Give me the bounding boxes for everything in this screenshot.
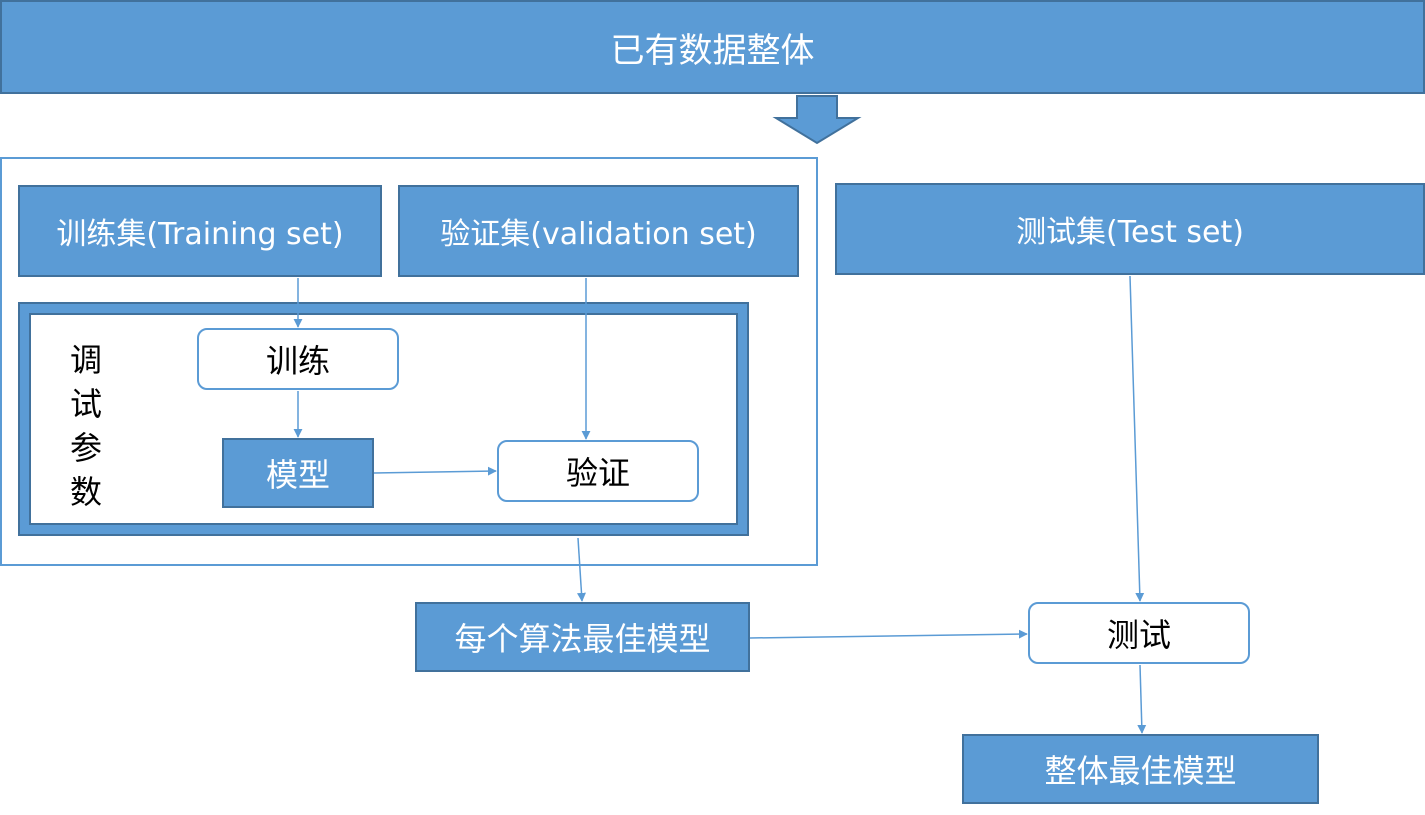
model-label: 模型 xyxy=(265,456,330,494)
test-set-label: 测试集(Test set) xyxy=(1016,215,1244,250)
edge-test-to-overall xyxy=(1137,664,1147,734)
tuning-char-4: 数 xyxy=(69,473,102,511)
training-set-label: 训练集(Training set) xyxy=(56,217,344,252)
overall-best-label: 整体最佳模型 xyxy=(1044,752,1237,790)
test-label: 测试 xyxy=(1106,616,1171,654)
tuning-char-3: 参 xyxy=(69,429,102,467)
all-data-box: 已有数据整体 xyxy=(0,0,1425,94)
train-validation-frame xyxy=(0,157,818,566)
down-block-arrow-icon xyxy=(772,95,862,145)
edge-model-to-validate xyxy=(373,466,497,476)
model-node: 模型 xyxy=(222,438,374,508)
training-set-box: 训练集(Training set) xyxy=(18,185,382,277)
test-node: 测试 xyxy=(1028,602,1250,664)
test-set-box: 测试集(Test set) xyxy=(835,183,1425,275)
tuning-label: 调 试 参 数 xyxy=(66,338,106,514)
overall-best-node: 整体最佳模型 xyxy=(962,734,1319,804)
validation-set-box: 验证集(validation set) xyxy=(398,185,799,277)
best-per-algorithm-label: 每个算法最佳模型 xyxy=(454,620,711,658)
edge-best-to-test xyxy=(749,629,1028,639)
tuning-char-2: 试 xyxy=(69,385,102,423)
tuning-char-1: 调 xyxy=(69,341,102,379)
edge-frame-to-best xyxy=(576,537,586,602)
validate-label: 验证 xyxy=(565,454,630,492)
validation-set-label: 验证集(validation set) xyxy=(440,217,757,252)
train-node: 训练 xyxy=(197,328,399,390)
validate-node: 验证 xyxy=(497,440,699,502)
train-label: 训练 xyxy=(265,342,330,380)
edge-testset-to-test xyxy=(1129,275,1145,602)
best-per-algorithm-node: 每个算法最佳模型 xyxy=(415,602,750,672)
all-data-label: 已有数据整体 xyxy=(610,30,815,71)
